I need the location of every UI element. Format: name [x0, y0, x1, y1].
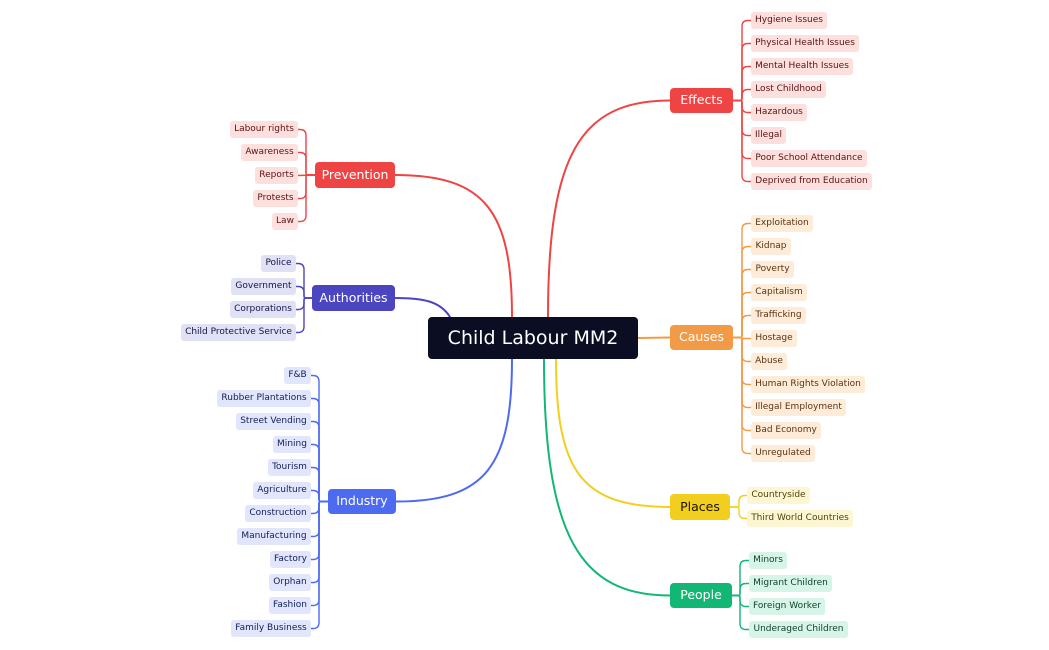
- topic-authorities[interactable]: Authorities: [312, 285, 395, 311]
- prevention-leaf[interactable]: Awareness: [241, 144, 298, 161]
- prevention-leaf-connector: [297, 174, 316, 223]
- causes-leaf-connector: [732, 314, 752, 339]
- people-leaf-connector: [731, 594, 750, 631]
- places-leaf[interactable]: Third World Countries: [747, 510, 853, 527]
- prevention-leaf[interactable]: Labour rights: [230, 121, 298, 138]
- topic-places[interactable]: Places: [670, 494, 730, 520]
- causes-leaf[interactable]: Poverty: [751, 261, 794, 278]
- causes-leaf[interactable]: Kidnap: [751, 238, 791, 255]
- places-leaf-connector: [729, 494, 748, 508]
- industry-leaf[interactable]: Mining: [273, 436, 311, 453]
- industry-leaf[interactable]: Tourism: [268, 459, 311, 476]
- causes-connector: [637, 336, 671, 339]
- prevention-leaf[interactable]: Law: [272, 213, 298, 230]
- effects-leaf-connector: [732, 99, 752, 183]
- people-leaf-connector: [731, 582, 750, 597]
- causes-leaf[interactable]: Capitalism: [751, 284, 807, 301]
- prevention-connector: [394, 174, 513, 318]
- causes-leaf[interactable]: Abuse: [751, 353, 787, 370]
- people-connector: [543, 358, 671, 597]
- people-leaf[interactable]: Foreign Worker: [749, 598, 825, 615]
- industry-leaf[interactable]: Fashion: [269, 597, 311, 614]
- industry-leaf[interactable]: Street Vending: [236, 413, 311, 430]
- effects-leaf[interactable]: Mental Health Issues: [751, 58, 853, 75]
- effects-connector: [547, 99, 671, 318]
- authorities-leaf[interactable]: Police: [261, 255, 296, 272]
- authorities-leaf-connector: [295, 297, 313, 334]
- topic-causes[interactable]: Causes: [670, 325, 733, 350]
- authorities-leaf[interactable]: Corporations: [230, 301, 296, 318]
- causes-leaf[interactable]: Bad Economy: [751, 422, 821, 439]
- places-leaf-connector: [729, 506, 748, 520]
- industry-leaf[interactable]: Family Business: [231, 620, 311, 637]
- effects-leaf[interactable]: Poor School Attendance: [751, 150, 867, 167]
- effects-leaf[interactable]: Lost Childhood: [751, 81, 826, 98]
- people-leaf[interactable]: Minors: [749, 552, 787, 569]
- prevention-leaf[interactable]: Reports: [255, 167, 298, 184]
- causes-leaf[interactable]: Unregulated: [751, 445, 815, 462]
- topic-effects[interactable]: Effects: [670, 88, 733, 113]
- topic-prevention[interactable]: Prevention: [315, 162, 395, 188]
- industry-leaf[interactable]: Manufacturing: [237, 528, 311, 545]
- causes-leaf[interactable]: Illegal Employment: [751, 399, 846, 416]
- topic-people[interactable]: People: [670, 583, 732, 608]
- causes-leaf-connector: [732, 336, 752, 455]
- causes-leaf[interactable]: Hostage: [751, 330, 797, 347]
- places-leaf[interactable]: Countryside: [747, 487, 810, 504]
- authorities-connector: [394, 297, 451, 318]
- people-leaf[interactable]: Underaged Children: [749, 621, 848, 638]
- industry-leaf[interactable]: Agriculture: [253, 482, 311, 499]
- effects-leaf[interactable]: Physical Health Issues: [751, 35, 859, 52]
- industry-leaf[interactable]: Factory: [270, 551, 311, 568]
- causes-leaf[interactable]: Trafficking: [751, 307, 806, 324]
- effects-leaf[interactable]: Hygiene Issues: [751, 12, 827, 29]
- industry-connector: [395, 358, 513, 503]
- industry-leaf-connector: [310, 500, 329, 630]
- industry-leaf[interactable]: Construction: [245, 505, 311, 522]
- authorities-leaf[interactable]: Child Protective Service: [181, 324, 296, 341]
- authorities-leaf[interactable]: Government: [231, 278, 296, 295]
- root-topic[interactable]: Child Labour MM2: [428, 317, 638, 359]
- places-connector: [555, 358, 671, 508]
- people-leaf[interactable]: Migrant Children: [749, 575, 832, 592]
- industry-leaf[interactable]: Rubber Plantations: [217, 390, 311, 407]
- industry-leaf[interactable]: F&B: [284, 367, 311, 384]
- causes-leaf[interactable]: Exploitation: [751, 215, 813, 232]
- prevention-leaf[interactable]: Protests: [253, 190, 298, 207]
- causes-leaf[interactable]: Human Rights Violation: [751, 376, 865, 393]
- industry-leaf[interactable]: Orphan: [269, 574, 311, 591]
- effects-leaf[interactable]: Hazardous: [751, 104, 807, 121]
- effects-leaf[interactable]: Deprived from Education: [751, 173, 872, 190]
- topic-industry[interactable]: Industry: [328, 489, 396, 514]
- effects-leaf[interactable]: Illegal: [751, 127, 786, 144]
